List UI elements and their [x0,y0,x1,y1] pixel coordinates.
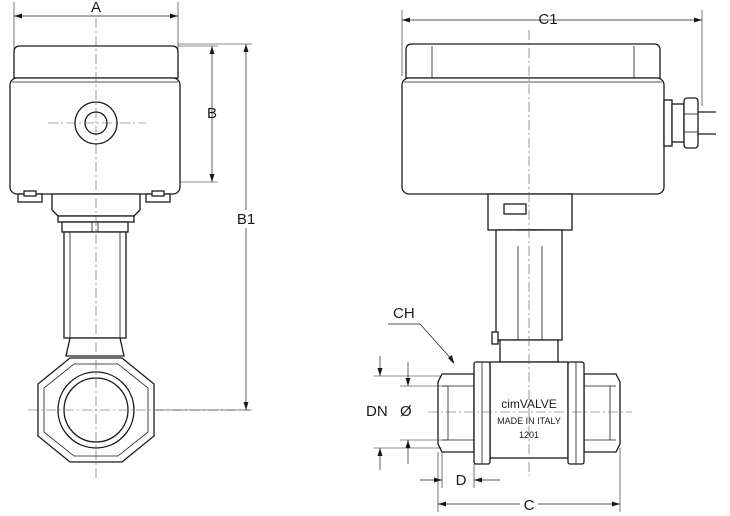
label-ch: CH [393,305,415,322]
dimension-b1: B1 [156,43,260,411]
label-c1: C1 [538,11,557,28]
brand-suffix: VALVE [520,397,557,411]
dimension-c1: C1 [401,10,703,106]
brand-text: cimVALVE [501,397,557,411]
dimension-c: C [437,448,621,514]
left-stem-tube [63,231,127,339]
label-b: B [207,105,217,122]
dimension-phi: Ø [400,362,448,464]
right-actuator-housing [401,77,665,195]
callout-ch: CH [388,305,455,364]
left-valve-neck [65,337,125,357]
left-actuator-housing [9,77,181,195]
label-phi: Ø [400,403,412,420]
dimension-dn: DN [366,356,442,470]
label-dn: DN [366,403,388,420]
brand-prefix: cim [501,397,520,411]
label-d: D [456,472,467,489]
left-view [9,18,250,478]
right-bracket [487,193,573,231]
right-view: cimVALVE MADE IN ITALY 1201 [401,30,716,476]
valve-port-outer [57,371,135,449]
label-a: A [91,0,101,16]
dimension-a: A [13,0,179,76]
dimension-b: B [178,45,218,183]
cable-gland-side [663,97,716,149]
label-b1: B1 [237,211,255,228]
right-actuator-lid [405,43,661,79]
label-c: C [524,497,535,514]
